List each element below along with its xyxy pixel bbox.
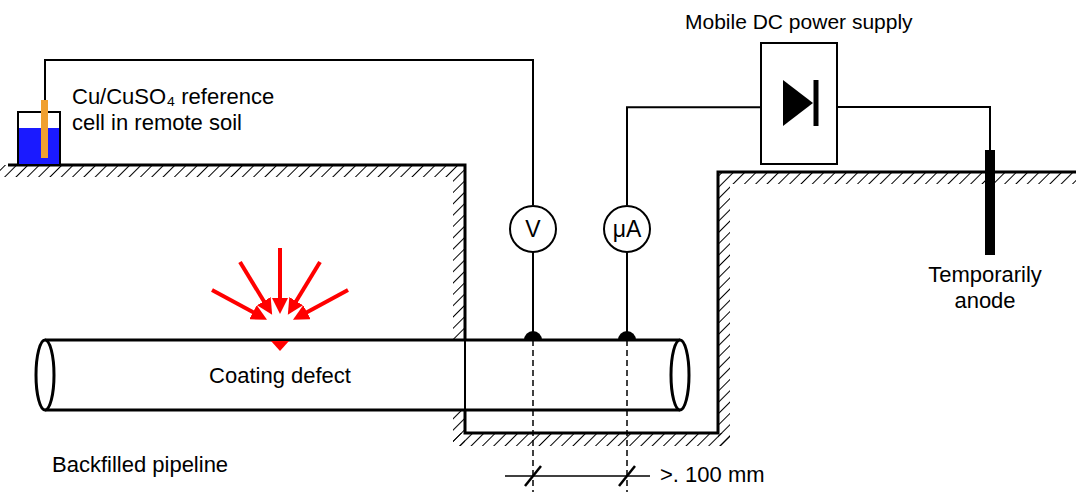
pipe-lead: [532, 251, 534, 332]
meter-symbol: V: [525, 216, 540, 243]
reference-cell: [18, 100, 60, 165]
pipeline-label: Backfilled pipeline: [52, 452, 312, 478]
ammeter: μA: [603, 205, 651, 253]
box-heading: Mobile DC power supply: [685, 10, 913, 34]
anode-wire: [838, 107, 990, 150]
pipe: [36, 340, 689, 410]
pipe-lead: [626, 251, 628, 332]
dimension: [505, 340, 650, 492]
reference-cell-label: Cu/CuSO₄ reference cell in remote soil: [72, 84, 312, 137]
coating-defect: [271, 341, 289, 351]
soil-hatching: [0, 165, 1076, 446]
defect-label: Coating defect: [180, 363, 380, 389]
power-supply-box: Mobile DC power supply: [760, 42, 838, 165]
meter-symbol: μA: [613, 216, 642, 243]
diode-symbol: [783, 80, 816, 126]
connection-point: [524, 331, 542, 340]
defect-current-arrows: [212, 248, 348, 316]
voltmeter: V: [509, 205, 557, 253]
anode-label: Temporarily anode: [905, 262, 1065, 315]
temporary-anode: [985, 150, 995, 255]
connection-point: [618, 331, 636, 340]
wire-connector: [627, 107, 760, 205]
dimension-label: >. 100 mm: [660, 462, 800, 488]
reference-wire: [45, 60, 533, 205]
